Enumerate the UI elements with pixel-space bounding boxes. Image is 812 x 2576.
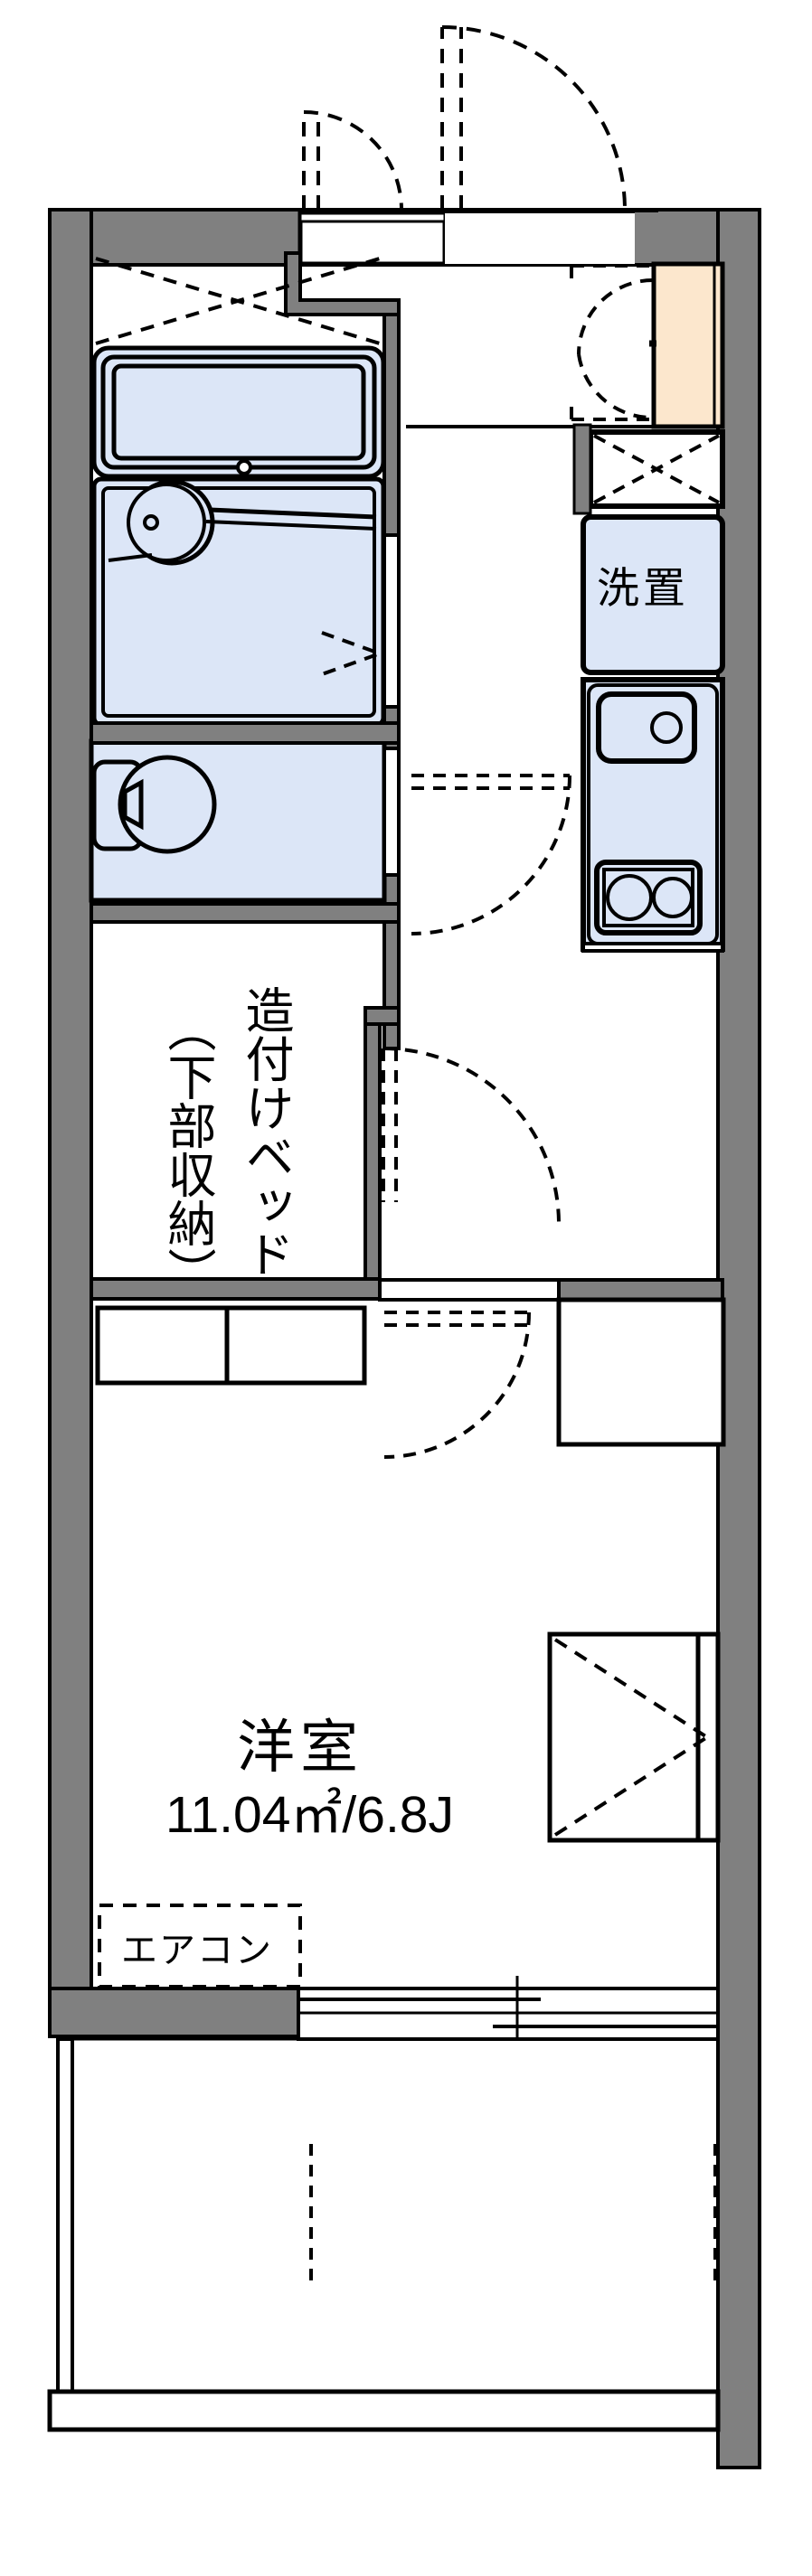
air-conditioner-unit xyxy=(98,1904,302,1988)
unit-bath-room xyxy=(90,251,401,924)
shoe-box-cabinet xyxy=(572,423,725,515)
main-room-area-label: 11.04㎡/6.8J xyxy=(165,1786,454,1844)
washer-space xyxy=(581,514,725,675)
balcony xyxy=(47,2037,721,2432)
kitchen-sink xyxy=(596,691,697,764)
entry-tile xyxy=(651,261,725,429)
toilet-room xyxy=(89,721,401,903)
toilet-bowl xyxy=(118,755,217,854)
room-entry-door xyxy=(378,1278,726,1459)
burner-left xyxy=(606,874,653,921)
built-in-bed-area xyxy=(90,1277,382,1301)
air-conditioner-label: エアコン xyxy=(121,1931,273,1970)
burner-right xyxy=(652,877,694,918)
washbasin-drain xyxy=(143,514,159,531)
built-in-bed-label-primary: 造付けベッド xyxy=(238,985,292,1278)
bed-door-swing xyxy=(382,1047,561,1225)
hall-walls xyxy=(364,920,401,1294)
toilet-door-swing xyxy=(411,774,571,935)
washer-space-label: 洗置 xyxy=(597,564,689,612)
low-closet xyxy=(95,1305,367,1386)
balcony-window xyxy=(297,1976,720,2041)
sink-drain xyxy=(650,711,683,744)
exterior-walls xyxy=(48,208,761,2469)
entrance-area xyxy=(297,25,725,429)
bathtub-drain xyxy=(236,459,252,475)
main-room-name-label: 洋室 xyxy=(237,1715,364,1780)
kitchen-unit xyxy=(581,677,725,953)
built-in-bed-label-secondary: （下部収納） xyxy=(160,1003,214,1296)
room-closet xyxy=(547,1631,721,1843)
